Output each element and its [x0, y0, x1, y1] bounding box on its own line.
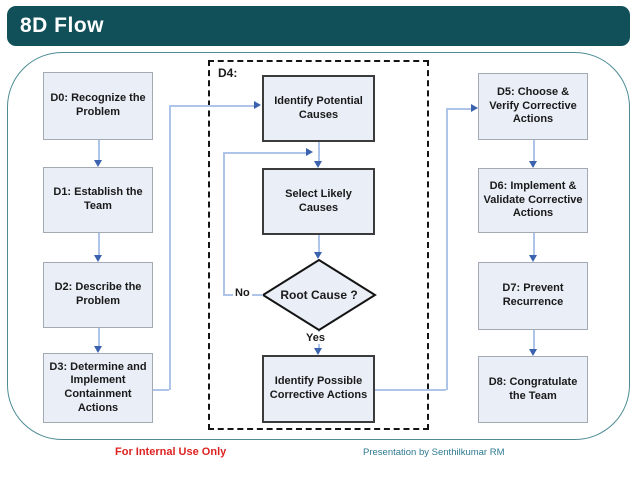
decision-diamond-shape: [261, 259, 377, 331]
connector-d0-d1-line: [98, 140, 100, 160]
flow-box-d1: D1: Establish the Team: [43, 167, 153, 233]
connector-d4-d5-segment2: [446, 108, 448, 390]
flow-box-d0: D0: Recognize the Problem: [43, 72, 153, 140]
connector-no-loop-segment2: [223, 152, 225, 295]
flow-box-d7: D7: Prevent Recurrence: [478, 262, 588, 330]
flow-box-d2: D2: Describe the Problem: [43, 262, 153, 328]
connector-d7-d8-arrowhead: [529, 349, 537, 356]
connector-decision-yes-arrowhead: [314, 348, 322, 355]
connector-no-loop-segment3: [223, 152, 307, 154]
flow-box-select-likely-causes: Select Likely Causes: [262, 168, 375, 235]
connector-d2-d3-arrowhead: [94, 346, 102, 353]
flow-box-d5: D5: Choose & Verify Corrective Actions: [478, 73, 588, 140]
connector-d3-d4-segment3: [169, 105, 255, 107]
connector-d6-d7-arrowhead: [529, 255, 537, 262]
connector-d3-d4-segment2: [169, 105, 171, 390]
slide-title-bar: 8D Flow: [7, 6, 630, 46]
branch-label-no: No: [233, 287, 252, 299]
connector-d6-d7-line: [533, 233, 535, 255]
connector-d3-d4-arrowhead: [254, 101, 261, 109]
flow-box-d8: D8: Congratulate the Team: [478, 356, 588, 423]
flow-box-d3: D3: Determine and Implement Containment …: [43, 353, 153, 423]
flow-box-identify-potential-causes: Identify Potential Causes: [262, 75, 375, 142]
connector-d7-d8-line: [533, 330, 535, 349]
connector-d5-d6-arrowhead: [529, 161, 537, 168]
connector-d1-d2-line: [98, 233, 100, 255]
connector-d4-d5-arrowhead: [471, 104, 478, 112]
d4-group-border: [208, 60, 429, 430]
connector-select-decision-arrowhead: [314, 252, 322, 259]
branch-label-yes: Yes: [304, 332, 327, 344]
footer-confidentiality-note: For Internal Use Only: [115, 446, 227, 458]
connector-select-decision-line: [318, 235, 320, 252]
connector-potential-select-line: [318, 142, 320, 161]
flow-canvas-border: [7, 52, 630, 440]
d4-group-label: D4:: [218, 66, 238, 80]
flow-box-d6: D6: Implement & Validate Corrective Acti…: [478, 168, 588, 233]
page-title: 8D Flow: [20, 14, 105, 37]
connector-potential-select-arrowhead: [314, 161, 322, 168]
footer-author-credit: Presentation by Senthilkumar RM: [363, 447, 505, 458]
decision-root-cause-label: Root Cause ?: [280, 288, 358, 302]
connector-d0-d1-arrowhead: [94, 160, 102, 167]
connector-d4-d5-segment1: [375, 389, 446, 391]
flow-box-identify-possible-corrective-actions: Identify Possible Corrective Actions: [262, 355, 375, 423]
connector-d5-d6-line: [533, 140, 535, 161]
connector-d1-d2-arrowhead: [94, 255, 102, 262]
connector-d4-d5-segment3: [446, 108, 471, 110]
connector-no-loop-arrowhead: [306, 148, 313, 156]
connector-d3-d4-segment1: [153, 389, 169, 391]
connector-d2-d3-line: [98, 328, 100, 346]
